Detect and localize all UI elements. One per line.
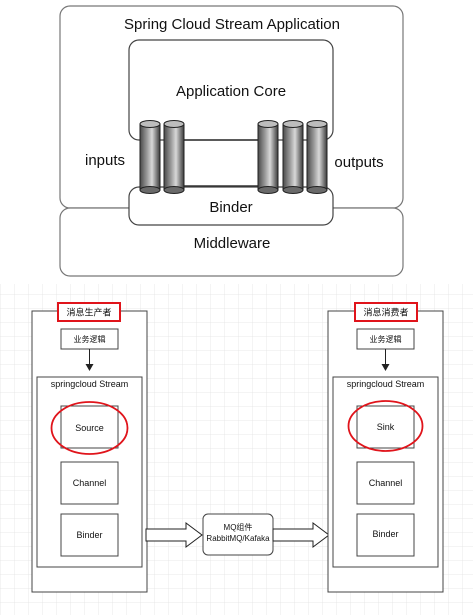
producer-group: 消息生产者 业务逻辑 springcloud Stream Source Cha… <box>31 302 148 593</box>
mq-component: MQ组件 RabbitMQ/Kafaka <box>202 513 274 556</box>
mq-label-line1: MQ组件 <box>224 522 253 532</box>
binder-label: Binder <box>209 199 252 216</box>
mq-to-consumer-arrow <box>272 522 330 548</box>
consumer-channel-label: Channel <box>369 478 403 488</box>
source-box <box>60 405 119 449</box>
producer-title: 消息生产者 <box>66 307 111 318</box>
source-label: Source <box>75 423 104 433</box>
bottom-flow-diagram: 消息生产者 业务逻辑 springcloud Stream Source Cha… <box>0 284 473 615</box>
consumer-title-highlight <box>354 302 418 322</box>
producer-channel-box <box>60 461 119 505</box>
middleware-label: Middleware <box>194 235 271 252</box>
mq-label-line2: RabbitMQ/Kafaka <box>206 534 270 543</box>
application-title: Spring Cloud Stream Application <box>124 16 340 33</box>
consumer-group: 消息消费者 业务逻辑 springcloud Stream Sink Chann… <box>327 302 444 593</box>
consumer-binder-box <box>356 513 415 557</box>
output-channel-cylinder-1 <box>257 120 279 194</box>
sink-label: Sink <box>377 422 395 432</box>
consumer-logic-label: 业务逻辑 <box>370 334 402 344</box>
producer-channel-label: Channel <box>73 478 107 488</box>
source-highlight-circle <box>50 401 129 455</box>
inputs-label: inputs <box>85 152 125 169</box>
consumer-channel-box <box>356 461 415 505</box>
consumer-stream-label: springcloud Stream <box>347 379 425 389</box>
sink-highlight-circle <box>347 400 424 452</box>
producer-stream-label: springcloud Stream <box>51 379 129 389</box>
consumer-title: 消息消费者 <box>363 307 408 318</box>
producer-binder-label: Binder <box>76 530 102 540</box>
application-core-label: Application Core <box>176 83 286 100</box>
top-architecture-diagram: Spring Cloud Stream Application Applicat… <box>59 5 404 277</box>
outputs-label: outputs <box>334 154 383 171</box>
consumer-binder-label: Binder <box>372 529 398 539</box>
sink-box <box>356 405 415 449</box>
producer-logic-label: 业务逻辑 <box>74 334 106 344</box>
output-channel-cylinder-3 <box>306 120 328 194</box>
producer-binder-box <box>60 513 119 557</box>
producer-to-mq-arrow <box>145 522 203 548</box>
producer-title-highlight <box>57 302 121 322</box>
input-channel-cylinder-2 <box>163 120 185 194</box>
output-channel-cylinder-2 <box>282 120 304 194</box>
binder-box <box>128 186 334 226</box>
input-channel-cylinder-1 <box>139 120 161 194</box>
